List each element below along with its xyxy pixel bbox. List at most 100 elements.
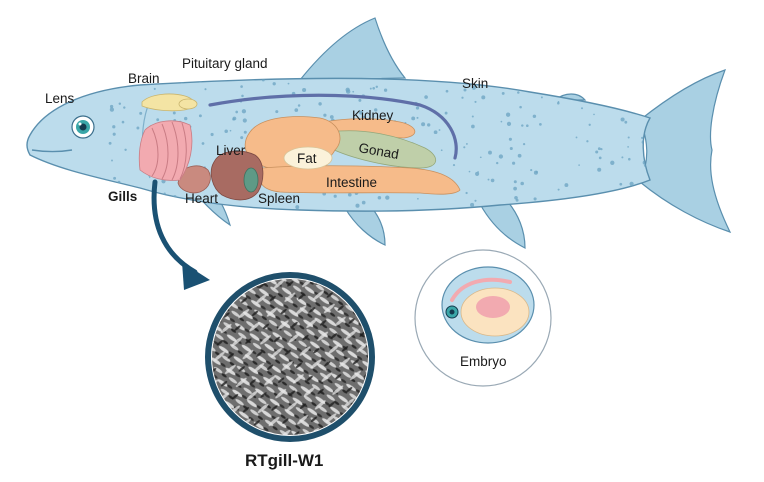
skin-spot (417, 197, 419, 200)
skin-spot (452, 164, 456, 167)
skin-spot (124, 148, 127, 151)
skin-spot (505, 112, 511, 117)
label-kidney: Kidney (352, 108, 394, 123)
skin-spot (487, 178, 490, 181)
skin-spot (513, 186, 517, 191)
skin-spot (333, 194, 337, 198)
skin-spot (471, 115, 474, 118)
skin-spot (597, 167, 602, 172)
skin-spot (539, 123, 542, 126)
skin-spot (440, 149, 443, 152)
skin-spot (564, 183, 569, 188)
skin-spot (624, 120, 628, 124)
skin-spot (598, 156, 602, 160)
skin-spot (369, 87, 372, 90)
skin-spot (235, 110, 239, 114)
skin-spot (118, 102, 122, 105)
skin-spot (506, 121, 512, 126)
skin-spot (627, 146, 629, 148)
skin-spot (479, 156, 482, 159)
label-skin: Skin (462, 76, 488, 91)
skin-spot (513, 180, 517, 184)
skin-spot (444, 111, 448, 115)
skin-spot (633, 88, 638, 93)
skin-spot (586, 140, 589, 143)
skin-spot (498, 154, 504, 159)
skin-spot (619, 182, 623, 186)
skin-spot (500, 120, 503, 123)
skin-spot (287, 82, 290, 85)
skin-spot (475, 171, 480, 176)
label-gills: Gills (108, 189, 137, 204)
skin-spot (520, 181, 524, 186)
label-fat: Fat (297, 151, 317, 166)
skin-spot (355, 203, 360, 208)
skin-spot (562, 202, 566, 206)
skin-spot (471, 85, 476, 90)
skin-spot (468, 170, 471, 173)
skin-spot (465, 142, 468, 145)
skin-spot (533, 197, 537, 201)
skin-spot (358, 98, 362, 102)
skin-spot (229, 129, 232, 132)
skin-spot (594, 92, 598, 95)
skin-spot (509, 146, 513, 151)
skin-spot (109, 107, 115, 112)
skin-spot (241, 94, 244, 98)
skin-spot (113, 176, 117, 180)
skin-spot (517, 91, 520, 94)
skin-spot (648, 80, 650, 83)
skin-spot (424, 95, 428, 99)
skin-spot (374, 108, 378, 112)
skin-spot (272, 82, 276, 86)
skin-spot (302, 87, 307, 93)
skin-spot (610, 160, 615, 165)
skin-spot (112, 125, 116, 129)
skin-spot (109, 104, 114, 109)
skin-spot (438, 129, 441, 131)
skin-spot (514, 195, 518, 200)
skin-spot (463, 146, 466, 149)
skin-spot (593, 113, 595, 116)
skin-spot (602, 93, 607, 97)
skin-spot (361, 200, 366, 205)
spleen (243, 167, 259, 193)
skin-spot (123, 106, 126, 109)
skin-spot (605, 91, 608, 94)
skin-spot (416, 116, 419, 119)
skin-spot (557, 188, 560, 191)
skin-spot (620, 117, 625, 122)
skin-spot (121, 120, 125, 124)
skin-spot (359, 110, 363, 115)
skin-spot (415, 106, 420, 110)
skin-spot (375, 85, 378, 88)
skin-spot (519, 105, 522, 109)
skin-spot (294, 108, 299, 112)
skin-spot (643, 164, 646, 167)
skin-spot (411, 116, 416, 121)
heart (177, 165, 211, 194)
skin-spot (163, 192, 166, 195)
skin-spot (198, 114, 202, 118)
eye-lens (71, 115, 95, 139)
skin-spot (611, 82, 616, 87)
label-brain: Brain (128, 71, 160, 86)
skin-spot (275, 110, 279, 114)
skin-spot (329, 115, 334, 119)
skin-spot (465, 191, 468, 195)
skin-spot (139, 111, 143, 115)
intestine (259, 165, 461, 195)
skin-spot (474, 100, 477, 103)
skin-spot (526, 124, 529, 127)
skin-spot (136, 126, 140, 130)
pituitary-gland (178, 98, 198, 110)
skin-spot (240, 136, 244, 140)
skin-spot (224, 129, 228, 133)
embryo-inset (414, 249, 552, 387)
skin-spot (534, 207, 537, 210)
skin-spot (111, 159, 113, 162)
rtgill-w1-micrograph (205, 272, 375, 442)
skin-spot (153, 87, 156, 90)
skin-spot (385, 195, 390, 200)
skin-spot (470, 202, 475, 207)
